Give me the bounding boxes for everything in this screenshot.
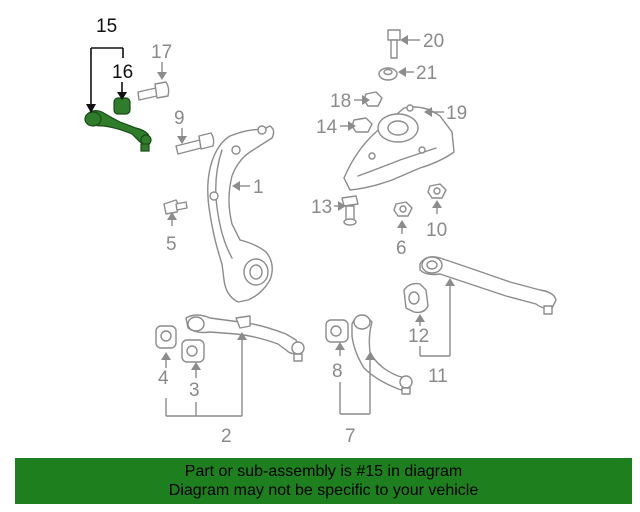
callout-15-lines <box>86 47 127 113</box>
callout-7: 7 <box>345 426 356 447</box>
callout-4: 4 <box>158 368 169 389</box>
callout-14: 14 <box>316 117 338 138</box>
callout-11: 11 <box>428 366 448 387</box>
bolt-13[interactable] <box>341 195 359 226</box>
bolt-17[interactable] <box>137 81 170 101</box>
callout-3: 3 <box>189 380 200 401</box>
callout-19: 19 <box>446 103 467 124</box>
callout-13: 13 <box>311 197 332 218</box>
callout-15: 15 <box>96 16 117 37</box>
callout-6: 6 <box>396 238 407 259</box>
nut-14[interactable] <box>351 117 373 133</box>
bolt-9[interactable] <box>175 132 215 155</box>
callout-16: 16 <box>112 62 133 83</box>
steering-knuckle-1[interactable] <box>207 125 275 303</box>
nut-10[interactable] <box>427 183 447 199</box>
bushing-3[interactable] <box>181 339 205 363</box>
callout-10: 10 <box>426 220 447 241</box>
banner-line-2: Diagram may not be specific to your vehi… <box>168 482 479 499</box>
callout-20: 20 <box>423 31 444 52</box>
lower-arm-11[interactable] <box>419 256 557 315</box>
callout-12: 12 <box>408 326 429 347</box>
callout-11-12-lines <box>415 278 455 357</box>
washer-6[interactable] <box>393 201 413 217</box>
callout-17: 17 <box>151 42 172 63</box>
callout-9: 9 <box>174 108 185 129</box>
callout-7-8-lines <box>335 342 375 415</box>
bolt-20[interactable] <box>387 29 401 59</box>
bushing-4[interactable] <box>155 325 177 349</box>
washer-21[interactable] <box>378 67 398 81</box>
callout-1: 1 <box>253 177 264 198</box>
callout-5: 5 <box>166 234 177 255</box>
part-info-banner: Part or sub-assembly is #15 in diagram D… <box>15 458 632 504</box>
bushing-12[interactable] <box>403 282 429 314</box>
bolt-5[interactable] <box>163 199 188 215</box>
callout-18: 18 <box>330 91 351 112</box>
bushing-8[interactable] <box>325 319 349 343</box>
banner-line-1: Part or sub-assembly is #15 in diagram <box>184 463 463 480</box>
strut-mount-19[interactable] <box>343 104 455 191</box>
arm-7[interactable] <box>351 314 413 395</box>
callout-2-4-3-lines <box>161 332 247 417</box>
highlighted-upper-arm[interactable] <box>84 97 152 152</box>
callout-21: 21 <box>416 63 437 84</box>
callout-8: 8 <box>332 361 343 382</box>
callout-2: 2 <box>221 426 232 447</box>
